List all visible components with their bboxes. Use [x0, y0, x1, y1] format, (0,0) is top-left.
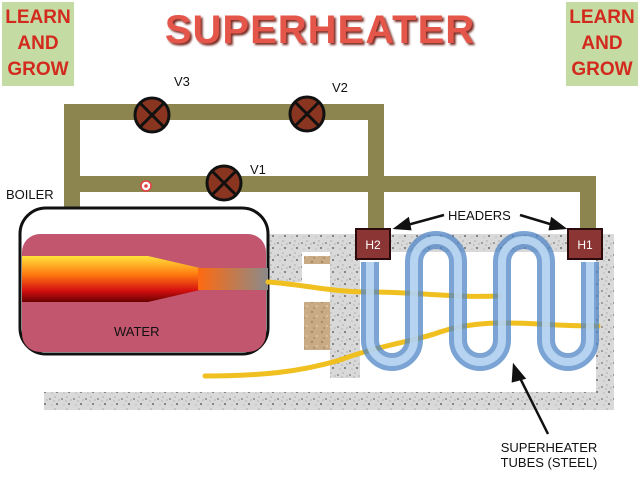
header-h1: H1 [567, 228, 603, 260]
boiler-label: BOILER [6, 187, 54, 202]
valve-v3-label: V3 [174, 74, 190, 89]
burner-flame [22, 256, 200, 302]
superheater-tubes [361, 231, 599, 371]
header-h2: H2 [355, 228, 391, 260]
headers-arrows [392, 213, 568, 231]
valve-v1-label: V1 [250, 162, 266, 177]
header-h1-label: H1 [577, 238, 593, 252]
superheater-tubes-label: SUPERHEATER TUBES (STEEL) [488, 440, 610, 470]
boiler [18, 206, 270, 356]
header-h2-label: H2 [365, 238, 381, 252]
headers-label: HEADERS [448, 208, 511, 223]
valve-v2-label: V2 [332, 80, 348, 95]
valve-v2[interactable] [288, 95, 326, 133]
water-label: WATER [114, 324, 160, 339]
valve-v3[interactable] [133, 96, 171, 134]
pointer-marker [140, 180, 152, 192]
refractory-block-top [304, 256, 330, 264]
superheater-tubes-label-line1: SUPERHEATER [500, 440, 598, 455]
superheater-tubes-label-line2: TUBES (STEEL) [500, 455, 598, 470]
refractory-block [304, 302, 330, 350]
tubes-arrow [511, 362, 550, 435]
flame-tip [198, 268, 268, 290]
diagram-title: SUPERHEATER [164, 8, 476, 52]
valve-v1[interactable] [205, 164, 243, 202]
